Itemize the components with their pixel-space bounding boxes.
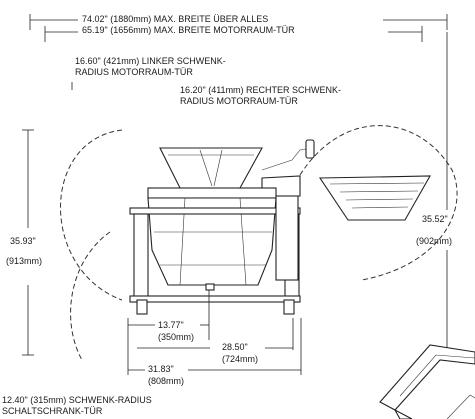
hopper bbox=[159, 147, 263, 189]
mixer-illustration bbox=[129, 139, 431, 315]
dim-31-83-mm-label: (808mm) bbox=[148, 376, 184, 386]
width-dimension-lines bbox=[29, 14, 448, 42]
dim-13-77-mm-label: (350mm) bbox=[158, 332, 194, 342]
left-height-label-2: (913mm) bbox=[6, 256, 42, 266]
dim-13-77-label: 13.77" bbox=[158, 320, 184, 330]
right-foot bbox=[283, 299, 295, 315]
left-swing-label-1: 16.60" (421mm) LINKER SCHWENK- bbox=[75, 56, 226, 66]
dim-31-83-label: 31.83" bbox=[148, 364, 174, 374]
dim-28-50-label: 28.50" bbox=[222, 342, 248, 352]
bottom-dimension-lines bbox=[127, 290, 302, 375]
crank-handle bbox=[261, 147, 313, 171]
right-door-open bbox=[318, 175, 431, 221]
door-width-label: 65.19" (1656mm) MAX. BREITE MOTORRAUM-TÜ… bbox=[82, 25, 295, 35]
right-height-label-1: 35.52" bbox=[422, 214, 448, 224]
left-swing-arc bbox=[60, 129, 123, 301]
right-swing-label-2: RADIUS MOTORRAUM-TÜR bbox=[180, 96, 298, 106]
left-height-label-1: 35.93" bbox=[10, 236, 36, 246]
cabinet-swing-arc bbox=[70, 231, 111, 361]
dim-28-50-mm-label: (724mm) bbox=[222, 354, 258, 364]
right-height-label-2: (902mm) bbox=[416, 236, 452, 246]
drain-valve bbox=[205, 283, 215, 291]
top-frame bbox=[129, 207, 301, 215]
right-swing-arc bbox=[299, 125, 458, 281]
crank-grip bbox=[305, 139, 315, 159]
cabinet-swing-label-2: SCHALTSCHRANK-TÜR bbox=[2, 406, 103, 416]
left-leg bbox=[133, 213, 149, 303]
base-frame bbox=[129, 295, 301, 303]
left-swing-label-2: RADIUS MOTORRAUM-TÜR bbox=[75, 67, 193, 77]
right-swing-label-1: 16.20" (411mm) RECHTER SCHWENK- bbox=[180, 85, 341, 95]
cabinet-swing-label-1: 12.40" (315mm) SCHWENK-RADIUS bbox=[2, 395, 152, 405]
left-foot bbox=[136, 299, 148, 315]
control-cabinet bbox=[275, 195, 299, 281]
adjacent-machine-fragment bbox=[379, 344, 475, 419]
drum-rim bbox=[147, 187, 277, 199]
height-dimension-lines bbox=[22, 32, 454, 356]
overall-width-label: 74.02" (1880mm) MAX. BREITE ÜBER ALLES bbox=[82, 14, 268, 24]
